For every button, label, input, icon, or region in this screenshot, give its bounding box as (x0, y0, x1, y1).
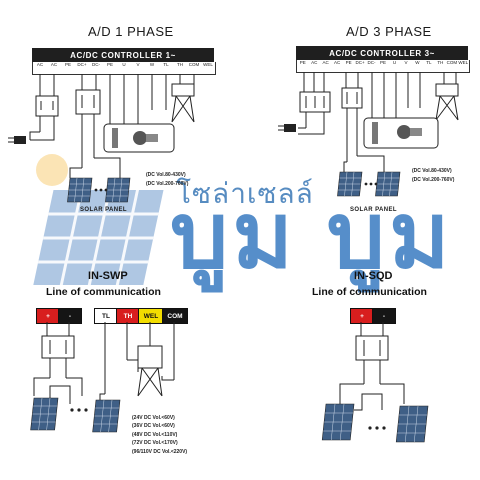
right-terminal: AC (322, 60, 329, 65)
right-solar-panels (337, 171, 401, 197)
swp-voltage-item: (24V DC Vol.<60V) (132, 415, 175, 421)
left-controller-label: AC/DC CONTROLLER 1~ (70, 50, 176, 60)
left-terminal: AC (36, 62, 44, 67)
swp-wiring-diagram (30, 322, 175, 433)
left-terminal: PE (106, 62, 113, 67)
watermark-solar-panel-graphic (33, 154, 164, 285)
left-terminal: PE (64, 62, 71, 67)
left-volt-line-2: (DC Vol.200-760V) (146, 181, 189, 187)
left-terminal: DC- (92, 62, 100, 67)
swp-voltage-item: (36V DC Vol.<60V) (132, 423, 175, 430)
plug-icon (278, 124, 296, 132)
right-wiring-diagram (278, 72, 459, 197)
surface-pump-icon (133, 131, 147, 145)
right-volt-line-1: (DC Vol.80-430V) (412, 168, 452, 174)
swp-voltage-item: (72V DC Vol.<170V) (132, 440, 178, 447)
left-terminal: AC (50, 62, 58, 67)
sqd-solar-panels (321, 403, 429, 443)
sqd-title: IN-SQD (354, 270, 393, 282)
left-solar-panel-label: SOLAR PANEL (80, 207, 127, 213)
left-terminal: U (122, 62, 126, 67)
sqd-subtitle: Line of communication (312, 286, 427, 298)
swp-title: IN-SWP (88, 270, 128, 282)
left-wiring-diagram (8, 74, 195, 203)
swp-com-tag: COM (162, 308, 188, 324)
left-terminal: TH (177, 62, 183, 67)
left-solar-panels (67, 177, 131, 203)
submersible-pump-icon (112, 128, 118, 148)
right-terminal: AC (334, 60, 341, 65)
left-controller-bar: AC/DC CONTROLLER 1~ (32, 48, 214, 62)
right-terminal: AC (311, 60, 318, 65)
plug-icon (8, 136, 26, 144)
watermark-big-text: บูม บูม (170, 185, 454, 287)
right-terminal: TL (426, 60, 432, 65)
right-solar-panel-label: SOLAR PANEL (350, 207, 397, 213)
right-controller-label: AC/DC CONTROLLER 3~ (329, 48, 435, 58)
left-volt-line-1: (DC Vol.80-430V) (146, 172, 186, 178)
right-controller-bar: AC/DC CONTROLLER 3~ (296, 46, 468, 60)
swp-minus-tag: - (58, 308, 82, 324)
swp-solar-panels (30, 397, 121, 433)
sqd-minus-tag: - (372, 308, 396, 324)
sqd-wiring-diagram (321, 322, 429, 443)
swp-th-tag: TH (116, 308, 140, 324)
right-terminal: COM (446, 60, 458, 65)
right-volt-line-2: (DC Vol.200-760V) (412, 177, 455, 183)
swp-voltage-item: (48V DC Vol.<110V) (132, 431, 178, 438)
right-terminal: PE (299, 60, 306, 65)
right-terminal-strip: PE AC AC AC PE DC+ DC- PE U V W TL TH CO… (296, 60, 470, 73)
right-terminal: DC+ (355, 60, 365, 65)
left-terminal: DC+ (77, 62, 87, 67)
swp-voltage-item: (96/110V DC Vol.<220V) (132, 448, 188, 455)
watermark-top-text: โซล่าเซลล์ (176, 178, 314, 209)
left-terminal: W (149, 62, 155, 67)
right-terminal: TH (437, 60, 444, 65)
right-terminal: WEL (458, 60, 469, 65)
right-title: A/D 3 PHASE (346, 24, 432, 39)
left-terminal: COM (188, 62, 200, 67)
left-terminal: WEL (203, 62, 213, 67)
right-terminal: W (415, 60, 420, 65)
right-terminal: DC- (367, 60, 376, 65)
surface-pump-icon (397, 125, 411, 139)
swp-subtitle: Line of communication (46, 286, 161, 298)
swp-tl-tag: TL (94, 308, 118, 324)
left-title: A/D 1 PHASE (88, 24, 174, 39)
right-terminal: U (392, 60, 397, 65)
left-terminal: TL (163, 62, 169, 67)
left-terminal: V (136, 62, 140, 67)
right-terminal: PE (380, 60, 387, 65)
right-terminal: V (404, 60, 408, 65)
swp-voltage-list: (24V DC Vol.<60V) (36V DC Vol.<60V) (48V… (132, 414, 187, 456)
right-terminal: PE (345, 60, 352, 65)
submersible-pump-icon (372, 122, 378, 144)
